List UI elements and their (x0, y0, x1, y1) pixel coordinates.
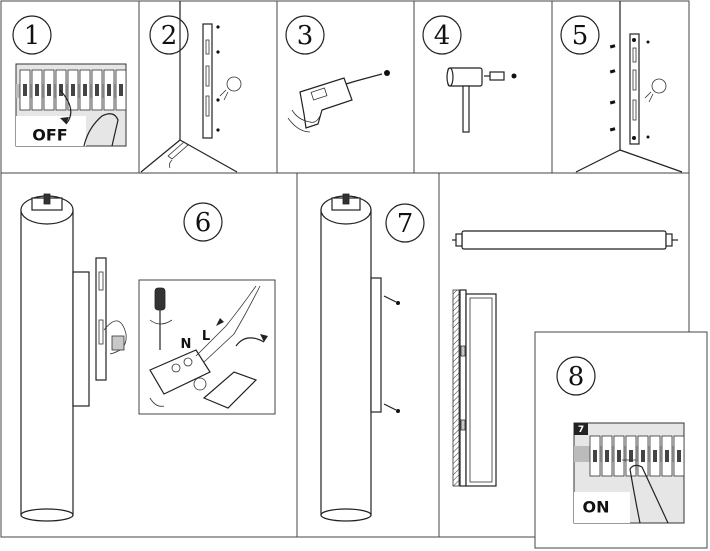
drill-hole (384, 70, 390, 76)
step-5: 5 (560, 1, 683, 173)
screwdriver-icon (149, 287, 173, 350)
off-label: OFF (32, 126, 67, 145)
step-number: 2 (161, 21, 178, 51)
breaker-toggle (83, 84, 87, 96)
bulb-icon (644, 78, 667, 103)
step-number-circle (149, 15, 189, 55)
breaker-toggle (71, 84, 75, 96)
step-8: 8 7 ON (534, 331, 708, 549)
breaker-toggle (107, 84, 111, 96)
step-number-circle (12, 15, 52, 55)
step-2: 2 (140, 1, 242, 173)
breaker-toggle (617, 450, 621, 462)
breaker-toggle (629, 450, 633, 462)
bulb-icon (219, 76, 242, 101)
breaker-toggle (677, 450, 681, 462)
step-3: 3 (285, 15, 390, 133)
step-6: 6 N L (20, 193, 276, 522)
wires (195, 285, 261, 363)
rotate-arrow (235, 337, 265, 347)
step-number: 5 (572, 21, 589, 51)
step-number: 3 (297, 21, 314, 51)
step-1: 1 OFF (12, 15, 127, 147)
lamp-wall-mounted-view (452, 289, 497, 487)
breaker-toggle (119, 84, 123, 96)
step-number: 4 (434, 21, 451, 51)
terminal-cover (202, 371, 258, 409)
terminal-block (149, 349, 211, 395)
breaker-toggle (665, 450, 669, 462)
step-number: 7 (397, 209, 414, 239)
breaker-toggle (593, 450, 597, 462)
breaker-toggle (59, 84, 63, 96)
step-number: 1 (24, 21, 41, 51)
breaker-toggle (641, 450, 645, 462)
lamp-side-view (452, 230, 678, 250)
breaker-toggle (47, 84, 51, 96)
step-number-circle (422, 15, 462, 55)
mounting-bracket (95, 257, 107, 381)
lamp-cylinder (320, 193, 372, 522)
breaker-toggle (605, 450, 609, 462)
breaker-toggle (653, 450, 657, 462)
screw-icon (383, 295, 400, 413)
mounting-bracket (202, 23, 213, 139)
step-number-circle (285, 15, 325, 55)
wall-plate (72, 271, 90, 407)
step-number-circle (183, 202, 223, 242)
step-7: 7 (320, 193, 425, 522)
mounting-bracket (629, 33, 640, 145)
wall-plate (370, 277, 382, 413)
step-number-circle (560, 15, 600, 55)
step-number: 8 (568, 362, 585, 392)
on-label: ON (583, 498, 610, 517)
breaker-toggle (35, 84, 39, 96)
breaker-toggle (23, 84, 27, 96)
breaker-on-illustration: 7 ON (573, 422, 685, 524)
step-tag (574, 423, 588, 435)
drill-icon (287, 73, 383, 133)
wires (103, 320, 127, 355)
svg-text:7: 7 (578, 425, 584, 435)
wire-label-n: N (181, 337, 192, 352)
breaker-toggle (95, 84, 99, 96)
breaker-off-illustration: OFF (15, 63, 127, 147)
pencil-icon (167, 141, 189, 169)
step-number-circle (556, 356, 596, 396)
hand-icon (629, 464, 669, 524)
step-number: 6 (195, 208, 212, 238)
step-4: 4 (422, 15, 517, 133)
lamp-cylinder (20, 193, 74, 522)
wall-anchor-icon (484, 71, 505, 81)
wire-label-l: L (202, 329, 210, 344)
step-number-circle (385, 203, 425, 243)
hammer-icon (446, 67, 483, 133)
